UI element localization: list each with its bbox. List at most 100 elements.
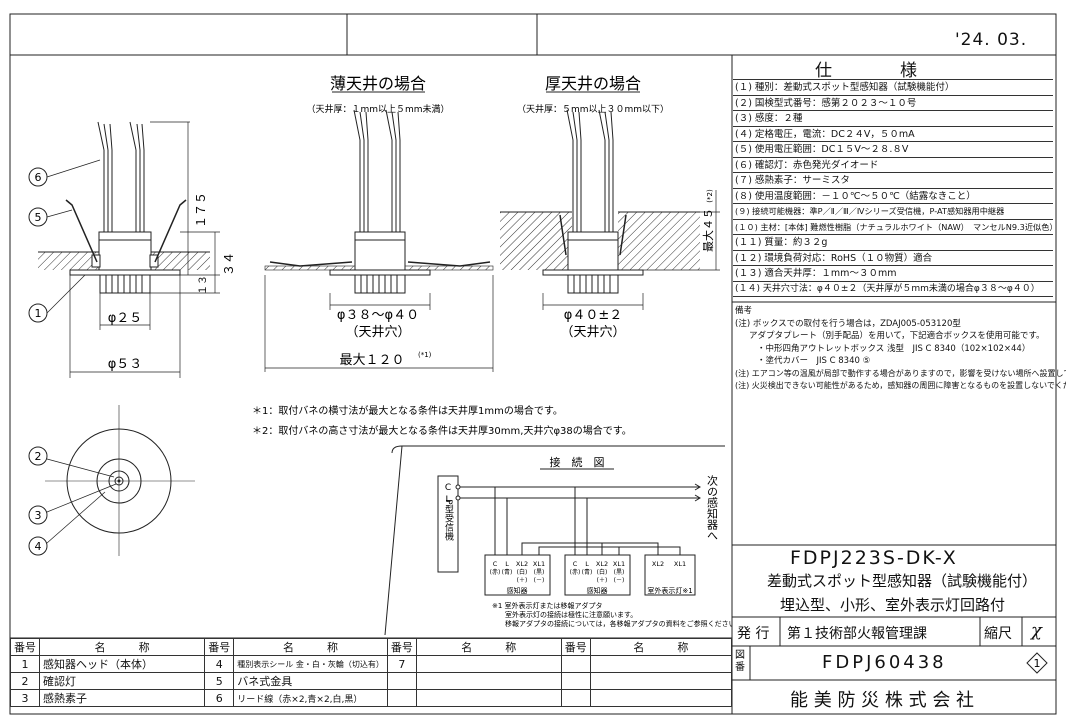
terminal: XL2	[652, 560, 664, 568]
wiring-diagram: 接 続 図 C L P型受信機 次の感知器へ 感知器 C L XL2 XL1 (…	[384, 445, 732, 636]
spec-row: (５) 使用電圧範囲：DC１５V～２８.８V	[733, 141, 1053, 157]
remark-line: (注) ボックスでの取付を行う場合は，ZDAJ005-053120型	[735, 318, 961, 329]
col-header: 番号	[560, 638, 591, 656]
remark-line: (注) エアコン等の温風が局部で動作する場合がありますので，影響を受けない場所へ…	[735, 368, 1066, 378]
terminal-color: (青)	[582, 568, 593, 576]
dim-phi25: φ２５	[108, 311, 143, 326]
part-name: 確認灯	[38, 672, 206, 690]
next-detector-label: 次の感知器へ	[706, 474, 719, 541]
part-name	[415, 689, 562, 707]
part-no	[560, 655, 591, 673]
part-name: 感知器ヘッド（本体）	[38, 655, 206, 673]
remark-line: (注) 火災検出できない可能性があるため，感知器の周囲に障害となるものを設置しな…	[735, 381, 1066, 390]
product-subname: 埋込型、小形、室外表示灯回路付	[780, 596, 1006, 614]
part-name	[589, 689, 733, 707]
spec-row: (６) 確認灯：赤色発光ダイオード	[733, 156, 1053, 173]
terminal: C	[493, 560, 498, 568]
callout-2: 2	[35, 450, 42, 463]
part-no	[560, 672, 591, 690]
remarks-heading: 備考	[735, 306, 753, 316]
part-name	[415, 672, 562, 690]
col-header: 名 称	[38, 638, 206, 656]
product-name: 差動式スポット型感知器（試験機能付）	[767, 572, 1038, 590]
terminal-color: (白)	[597, 568, 608, 576]
spec-row: (１０) 主材：[本体] 難燃性樹脂（ナチュラルホワイト（NAW） マンセルN9…	[733, 218, 1053, 235]
terminal-color: (青)	[502, 568, 513, 576]
spec-row: (２) 国検型式番号：感第２０２３～１０号	[733, 94, 1053, 111]
thick-subtitle: （天井厚：５mm以上３０mm以下）	[517, 103, 669, 115]
part-name	[415, 655, 562, 673]
part-no: 3	[10, 689, 40, 707]
side-view-dimensioned: １７５ ３４ １３ φ２５ φ５３ 6 5 1	[28, 121, 236, 378]
thin-hole-sub: （天井穴）	[345, 325, 410, 340]
detector-drawing: １７５ ３４ １３ φ２５ φ５３ 6 5 1 薄天井の場合 （天井厚：１mm以…	[28, 74, 732, 636]
wiring-title: 接 続 図	[550, 455, 605, 469]
dim-175: １７５	[194, 192, 208, 228]
thick-hole-sub: （天井穴）	[560, 325, 625, 340]
part-name	[589, 655, 733, 673]
spec-title: 仕 様	[815, 61, 917, 81]
callout-1: 1	[35, 307, 42, 320]
spec-row: (１３) 適合天井厚：１mm～３０mm	[733, 265, 1053, 281]
footnote-3: 移報アダプタの接続については，各移報アダプタの資料をご参照ください。	[505, 619, 732, 628]
remark-line: ・中形四角アウトレットボックス 浅型 JIS C 8340（102×102×44…	[757, 343, 1031, 354]
table-row: 2 確認灯 5 バネ式金具	[10, 672, 733, 690]
detector-1-label: 感知器	[507, 586, 528, 595]
part-no: 6	[204, 689, 235, 707]
part-no: 1	[10, 655, 40, 673]
terminal: XL2	[516, 560, 528, 568]
table-row: 1 感知器ヘッド（本体） 4 種別表示シール 金・白・灰輪（切込有） 7	[10, 655, 733, 673]
part-no	[386, 672, 417, 690]
terminal-color: (黒)	[614, 569, 625, 576]
mark-1: (*1)	[418, 351, 432, 359]
drawing-number: FDPJ60438	[822, 652, 947, 673]
max120-dim: 最大１２０	[339, 353, 404, 368]
scale-label: 縮尺	[984, 626, 1012, 642]
callout-5: 5	[35, 211, 42, 224]
company-name: 能 美 防 災 株 式 会 社	[790, 690, 975, 711]
max45-dim: 最大４５	[701, 208, 715, 252]
remarks: 備考 (注) ボックスでの取付を行う場合は，ZDAJ005-053120型 アダ…	[735, 305, 1066, 393]
part-name: 種別表示シール 金・白・灰輪（切込有）	[233, 655, 388, 673]
part-name: リード線（赤×2,青×2,白,黒）	[233, 689, 388, 707]
thin-hole-dim: φ３８～φ４０	[337, 308, 419, 323]
remark-line: ・塗代カバー JIS C 8340 ⑤	[757, 356, 871, 366]
spec-row: (４) 定格電圧，電流：DC２４V，５０mA	[733, 125, 1053, 142]
part-name: バネ式金具	[233, 672, 388, 690]
revision-number: 1	[1034, 657, 1041, 670]
thin-subtitle: （天井厚：１mm以上５mm未満）	[306, 103, 449, 115]
terminal-l-label: L	[445, 495, 450, 505]
note-1: ＊1：取付バネの横寸法が最大となる条件は天井厚1mmの場合です。	[252, 404, 563, 417]
detector-2-label: 感知器	[587, 586, 608, 595]
col-header: 名 称	[415, 638, 562, 656]
terminal-polarity: (－)	[614, 577, 625, 584]
col-header: 名 称	[233, 638, 388, 656]
col-header: 名 称	[589, 638, 733, 656]
terminal: L	[505, 560, 509, 568]
spec-row: (１) 種別：差動式スポット型感知器（試験機能付）	[733, 79, 1053, 95]
spec-table-bottom	[733, 296, 1053, 297]
part-name: 感熱素子	[38, 689, 206, 707]
part-no	[560, 689, 591, 707]
terminal-color: (白)	[517, 568, 528, 576]
part-no: 2	[10, 672, 40, 690]
thin-ceiling-view: 薄天井の場合 （天井厚：１mm以上５mm未満） φ３８～φ４０ （天井穴） 最大…	[264, 74, 494, 372]
issue-label: 発 行	[737, 626, 770, 642]
spec-row: (９) 接続可能機器：準P／Ⅱ／Ⅲ／Ⅳシリーズ受信機，P-AT感知器用中継器	[733, 203, 1053, 219]
parts-table: 番号 名 称 番号 名 称 番号 名 称 番号 名 称 1 感知器ヘッド（本体）…	[10, 638, 733, 707]
terminal-polarity: (＋)	[597, 577, 608, 584]
issuer: 第１技術部火報管理課	[787, 626, 927, 642]
bottom-view: 2 3 4	[28, 405, 195, 556]
col-header: 番号	[204, 638, 235, 656]
footnote-2: 室外表示灯の接続は極性に注意願います。	[505, 610, 637, 619]
dim-13: １３	[198, 275, 209, 295]
parts-header-row: 番号 名 称 番号 名 称 番号 名 称 番号 名 称	[10, 638, 733, 656]
table-row: 3 感熱素子 6 リード線（赤×2,青×2,白,黒）	[10, 689, 733, 707]
spec-row: (８) 使用温度範囲：－１０℃～５０℃（結露なきこと）	[733, 187, 1053, 204]
footnote-1: ※1 室外表示灯または移報アダプタ	[492, 601, 603, 610]
revision-marker: 1	[1026, 652, 1048, 674]
note-2: ＊2：取付バネの高さ寸法が最大となる条件は天井厚30mm,天井穴φ38の場合です…	[252, 424, 632, 437]
mark-2: (*2)	[706, 189, 714, 203]
col-header: 番号	[386, 638, 417, 656]
terminal-color: (赤)	[490, 569, 501, 576]
